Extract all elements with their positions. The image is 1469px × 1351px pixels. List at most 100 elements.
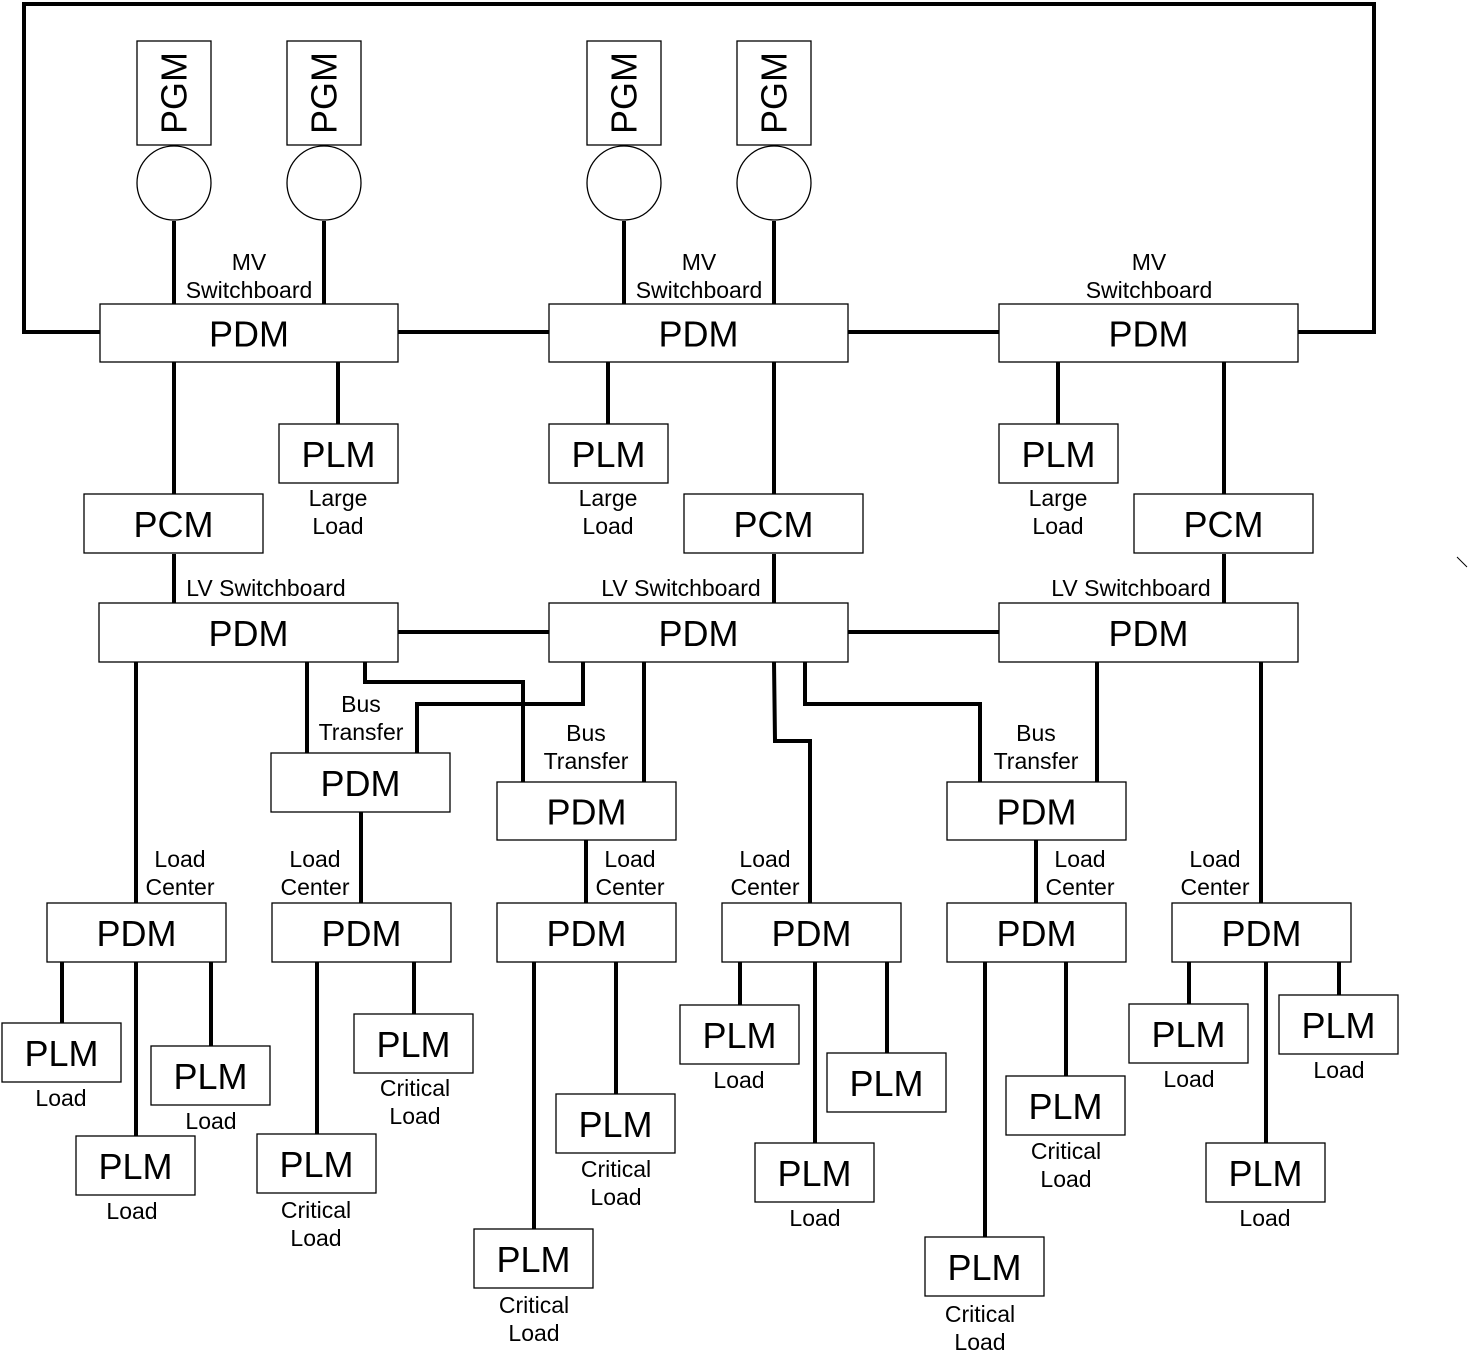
critical-load-caption: Load xyxy=(508,1320,559,1346)
plm-label: PLM xyxy=(571,434,645,475)
large-caption: Large xyxy=(1029,485,1088,511)
connection-line xyxy=(772,661,812,903)
critical-caption: Critical xyxy=(1031,1138,1101,1164)
plm-5: PLM xyxy=(826,1052,947,1113)
pcm-label: PCM xyxy=(1184,504,1264,545)
critical-caption: Critical xyxy=(581,1156,651,1182)
plm-label: PLM xyxy=(702,1015,776,1056)
plm-label: PLM xyxy=(947,1247,1021,1288)
load-caption: Load xyxy=(789,1205,840,1231)
load-center-caption-2: Center xyxy=(1045,874,1114,900)
load-center-pdm-5: PDM xyxy=(946,902,1127,963)
load-caption: Load xyxy=(713,1067,764,1093)
pdm-label: PDM xyxy=(322,913,402,954)
pdm-box xyxy=(946,902,1127,963)
pcm-2: PCM xyxy=(683,493,864,554)
plm-critical-2: PLM xyxy=(256,1133,377,1194)
plm-label: PLM xyxy=(376,1024,450,1065)
captions: MVSwitchboardMVSwitchboardMVSwitchboardL… xyxy=(35,249,1364,1351)
pdm-label: PDM xyxy=(659,314,739,355)
plm-label: PLM xyxy=(496,1239,570,1280)
load-caption: Load xyxy=(106,1198,157,1224)
modules: PDM PDM PDM PLM PLM PLM PCM PCM PCM PDM PDM PDM PDM P… xyxy=(1,303,1399,1297)
generator-circle xyxy=(736,145,812,221)
transfer-caption: Transfer xyxy=(544,748,629,774)
connection-lines xyxy=(22,2,1468,1237)
mv-pdm-1: PDM xyxy=(99,303,399,363)
pdm-box xyxy=(46,902,227,963)
pdm-box xyxy=(98,602,399,663)
pcm-box xyxy=(83,493,264,554)
pgm-label: PGM xyxy=(304,52,345,134)
mv-caption: MV xyxy=(232,249,267,275)
plm-box xyxy=(150,1045,271,1106)
plm-label: PLM xyxy=(24,1033,98,1074)
pcm-box xyxy=(683,493,864,554)
lv-pdm-3: PDM xyxy=(998,602,1299,663)
load-center-caption-2: Center xyxy=(280,874,349,900)
pdm-label: PDM xyxy=(209,613,289,654)
pgm-box xyxy=(136,40,212,146)
pdm-label: PDM xyxy=(997,913,1077,954)
plm-critical-1: PLM xyxy=(353,1013,474,1074)
pdm-box xyxy=(99,303,399,363)
plm-box xyxy=(278,423,399,484)
load-center-caption-1: Load xyxy=(1054,846,1105,872)
pcm-label: PCM xyxy=(734,504,814,545)
mv-caption: MV xyxy=(1132,249,1167,275)
plm-label: PLM xyxy=(1301,1005,1375,1046)
plm-load-2: PLM xyxy=(150,1045,271,1106)
critical-load-caption: Load xyxy=(389,1103,440,1129)
pdm-box xyxy=(998,602,1299,663)
generator-circle xyxy=(136,145,212,221)
connection-line xyxy=(415,662,585,753)
plm-label: PLM xyxy=(98,1146,172,1187)
plm-box xyxy=(555,1093,676,1154)
pdm-label: PDM xyxy=(772,913,852,954)
pdm-box xyxy=(946,781,1127,841)
plm-box xyxy=(1005,1075,1126,1136)
mv-switchboard-caption: Switchboard xyxy=(1086,277,1213,303)
load-center-caption-2: Center xyxy=(595,874,664,900)
plm-label: PLM xyxy=(777,1153,851,1194)
plm-box xyxy=(754,1142,875,1203)
pgm-label: PGM xyxy=(154,52,195,134)
plm-box xyxy=(924,1236,1045,1297)
pgm-box xyxy=(586,40,662,146)
plm-box xyxy=(679,1004,800,1065)
pdm-label: PDM xyxy=(659,613,739,654)
pdm-box xyxy=(496,781,677,841)
plm-box xyxy=(998,423,1119,484)
stray-mark xyxy=(1456,556,1468,568)
pgm-generator-1: PGM xyxy=(136,40,212,221)
pdm-box xyxy=(1171,902,1352,963)
plm-box xyxy=(256,1133,377,1194)
large-load-plm-2: PLM xyxy=(548,423,669,484)
lv-pdm-2: PDM xyxy=(548,602,849,663)
pgm-box xyxy=(736,40,812,146)
bus-caption: Bus xyxy=(1016,720,1056,746)
load-center-caption-1: Load xyxy=(604,846,655,872)
load-caption: Load xyxy=(185,1108,236,1134)
generator-circle xyxy=(586,145,662,221)
load-center-pdm-3: PDM xyxy=(496,902,677,963)
plm-load-4: PLM xyxy=(679,1004,800,1065)
critical-load-caption: Load xyxy=(954,1329,1005,1351)
pdm-label: PDM xyxy=(97,913,177,954)
plm-load-6: PLM xyxy=(754,1142,875,1203)
pdm-box xyxy=(721,902,902,963)
critical-caption: Critical xyxy=(380,1075,450,1101)
pdm-label: PDM xyxy=(997,792,1077,833)
load-center-pdm-1: PDM xyxy=(46,902,227,963)
pgm-generator-2: PGM xyxy=(286,40,362,221)
load-center-caption-1: Load xyxy=(154,846,205,872)
plm-label: PLM xyxy=(1151,1014,1225,1055)
pcm-label: PCM xyxy=(134,504,214,545)
pdm-label: PDM xyxy=(321,763,401,804)
plm-load-7: PLM xyxy=(1128,1003,1249,1064)
bus-transfer-pdm-1: PDM xyxy=(270,752,451,813)
plm-critical-5: PLM xyxy=(1005,1075,1126,1136)
critical-load-caption: Load xyxy=(290,1225,341,1251)
